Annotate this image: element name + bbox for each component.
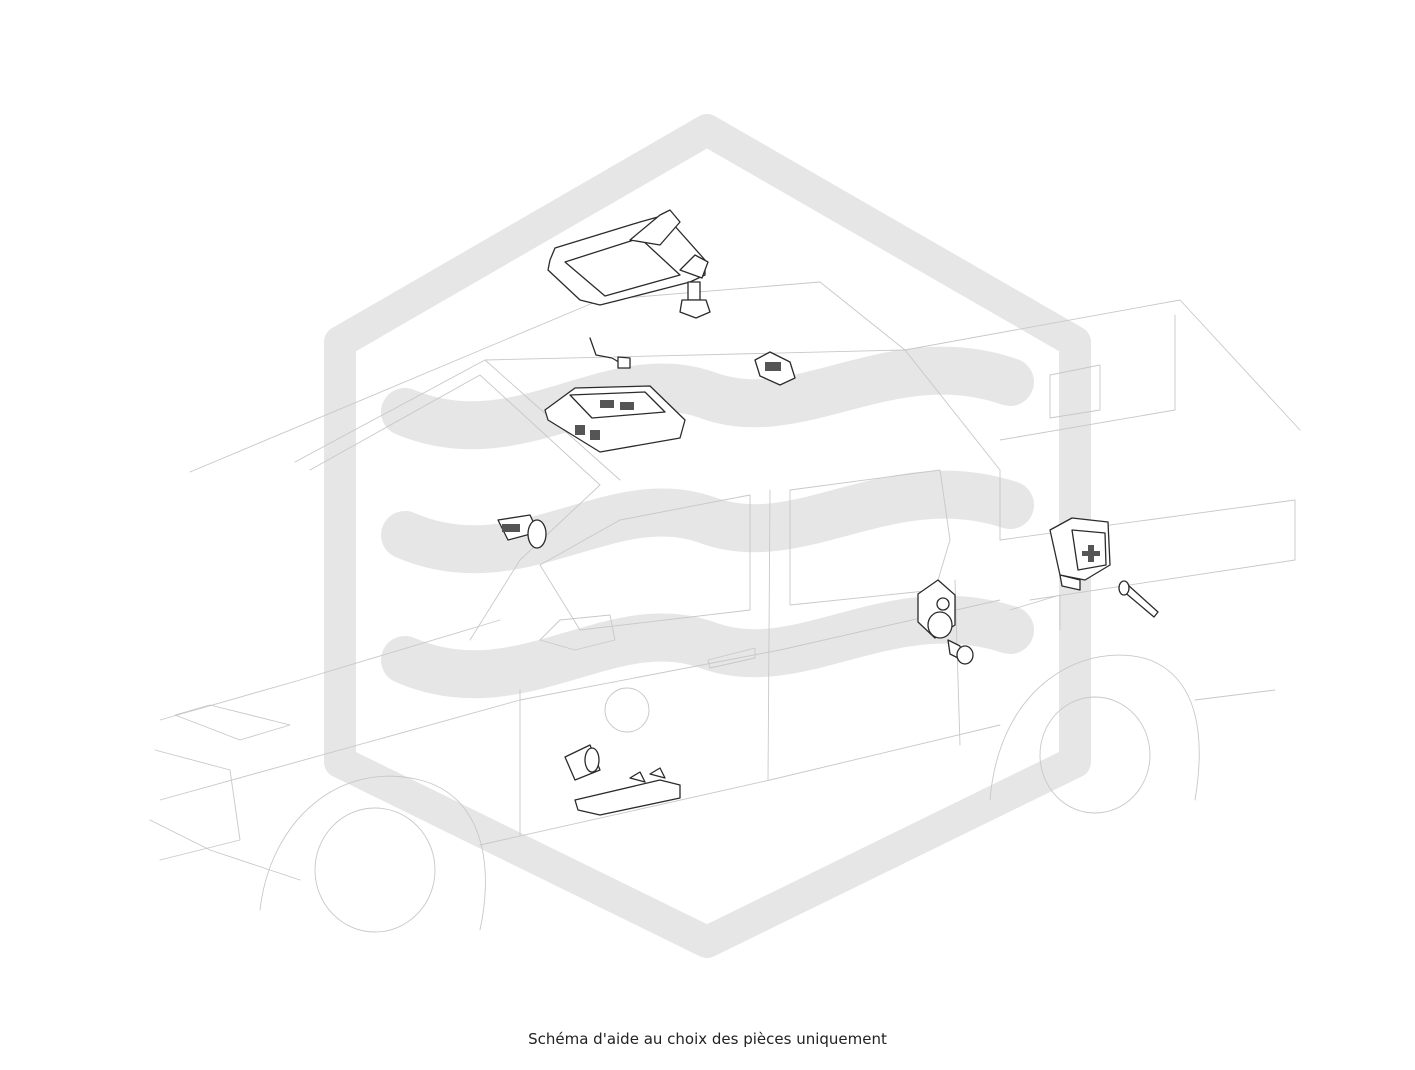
- console-frame-inner: [564, 237, 681, 297]
- pickup-bed: [999, 314, 1176, 441]
- console-unit-switch-3: [575, 425, 585, 435]
- pin-head: [1118, 580, 1130, 596]
- vehicle-outline: [149, 281, 1301, 933]
- a-pillar: [469, 484, 601, 641]
- control-module[interactable]: [1049, 517, 1111, 591]
- lock-cylinder-knob: [936, 597, 950, 611]
- front-door-window: [539, 494, 751, 631]
- console-unit-switch-4: [590, 430, 600, 440]
- body-sill: [479, 724, 1001, 846]
- front-grille: [154, 749, 241, 861]
- watermark-wave-middle: [381, 470, 1034, 574]
- diagram-caption: Schéma d'aide au choix des pièces unique…: [528, 1030, 887, 1048]
- bolt-head: [679, 299, 711, 319]
- bumper: [149, 819, 301, 881]
- fastener-bolt[interactable]: [679, 281, 711, 319]
- console-frame-arm-left: [629, 209, 681, 246]
- trim-bar-clip-2: [649, 767, 666, 779]
- overhead-console-frame[interactable]: [547, 209, 709, 306]
- hood-line: [189, 281, 906, 473]
- console-frame-arm-right: [679, 254, 709, 279]
- dash-switch-face: [527, 519, 547, 549]
- door-handle: [707, 647, 756, 669]
- dash-switch-terminals: [502, 524, 520, 532]
- dash-switch[interactable]: [497, 514, 547, 549]
- console-unit-top: [569, 391, 666, 419]
- screw-head: [956, 645, 974, 665]
- trim-bar-clip-1: [629, 771, 646, 783]
- windshield-inner: [309, 374, 601, 486]
- courtesy-lamp[interactable]: [754, 351, 796, 386]
- fuel-cap: [604, 687, 650, 733]
- rear-fender: [1009, 594, 1061, 631]
- watermark-wave-top: [381, 346, 1034, 450]
- rear-wheel: [1039, 696, 1151, 814]
- watermark-wave-bottom: [381, 595, 1034, 699]
- hexagon-logo-watermark: [324, 114, 1091, 958]
- rear-door-edge: [954, 579, 961, 746]
- roof-line: [484, 299, 1301, 431]
- fastener-screw[interactable]: [947, 639, 974, 665]
- lamp-lens: [584, 747, 600, 773]
- console-unit-switch-1: [600, 400, 614, 408]
- watermark-hexagon: [324, 114, 1091, 958]
- door-lamp-assembly[interactable]: [564, 744, 601, 781]
- hood-front-edge: [159, 619, 501, 721]
- door-trim-bar[interactable]: [574, 767, 681, 816]
- overhead-console-unit[interactable]: [544, 385, 686, 453]
- bolt-thread: [687, 281, 701, 301]
- wiring-harness[interactable]: [589, 337, 631, 369]
- headlight: [174, 704, 291, 741]
- body-lower: [159, 599, 1001, 801]
- roof-rear: [904, 349, 1001, 541]
- rear-bumper: [1194, 689, 1276, 701]
- harness-wire: [589, 337, 623, 365]
- console-unit-switch-2: [620, 402, 634, 410]
- courtesy-lamp-lens: [765, 362, 781, 371]
- lock-cylinder[interactable]: [917, 579, 956, 639]
- parts-group: [497, 209, 1159, 816]
- b-pillar: [767, 489, 771, 781]
- control-module-connector: [1059, 574, 1081, 591]
- bed-side: [999, 499, 1296, 601]
- front-wheel-arch: [259, 775, 486, 931]
- fastener-pin[interactable]: [1118, 580, 1159, 618]
- rear-window: [1049, 364, 1101, 419]
- rear-wheel-arch: [989, 654, 1200, 801]
- trim-bar-body: [574, 779, 681, 816]
- harness-connector: [617, 356, 631, 369]
- windshield: [294, 359, 621, 481]
- mirror: [539, 614, 616, 651]
- lock-cylinder-face: [927, 611, 953, 639]
- control-module-emblem: [1082, 545, 1100, 562]
- rear-door-window: [789, 469, 951, 606]
- front-wheel: [314, 807, 436, 933]
